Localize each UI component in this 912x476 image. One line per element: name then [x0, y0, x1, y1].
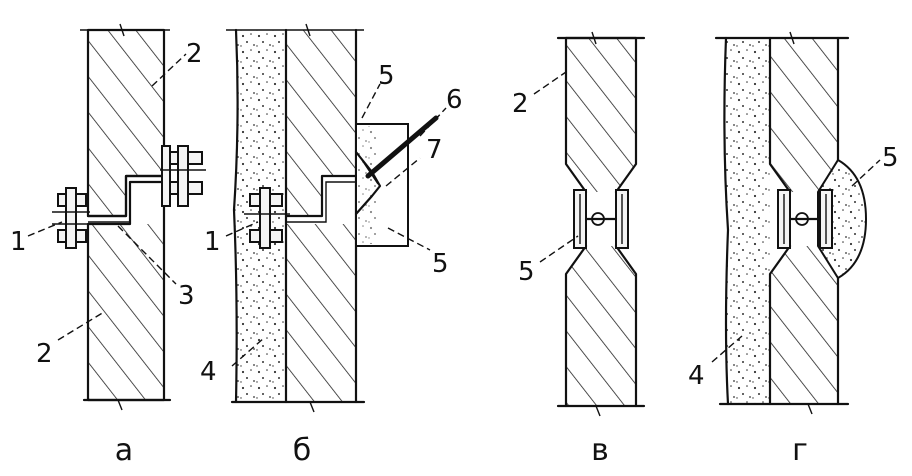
panel-g-upper [770, 38, 838, 192]
callout-v-2: 2 [512, 89, 529, 119]
callout-a-1: 1 [10, 227, 27, 257]
bolt-plate-b-left [244, 187, 290, 249]
grout-pipe-b [365, 115, 439, 179]
callout-b-5-top: 5 [378, 61, 395, 91]
panel-b-upper [286, 30, 356, 216]
panel-v-upper [566, 38, 636, 192]
callout-b-1: 1 [204, 227, 221, 257]
figure-g [711, 31, 881, 415]
figure-a [27, 23, 206, 411]
figure-label-a: а [115, 433, 133, 468]
embedded-connector-g [777, 189, 833, 249]
callout-a-3: 3 [178, 281, 195, 311]
callout-b-5-right: 5 [432, 249, 449, 279]
bolt-plate-a-right [160, 145, 206, 207]
figure-labels: а б в г [115, 433, 808, 468]
figure-label-v: в [591, 433, 609, 468]
callout-g-5: 5 [882, 143, 899, 173]
callout-b-4: 4 [200, 357, 217, 387]
bolt-plate-a-left [52, 187, 90, 249]
panel-a-lower [88, 224, 164, 400]
figure-v [533, 31, 646, 417]
insulation-layer-g [724, 38, 770, 404]
panel-b-lower [286, 224, 356, 402]
figure-label-b: б [293, 433, 312, 468]
figure-b [225, 23, 447, 413]
callout-v-5: 5 [518, 257, 535, 287]
panel-v-lower [566, 246, 636, 406]
callout-a-2-bottom: 2 [36, 339, 53, 369]
callout-a-2-top: 2 [186, 39, 203, 69]
callout-g-4: 4 [688, 361, 705, 391]
embedded-connector-v [573, 189, 629, 249]
figure-label-g: г [792, 433, 808, 468]
panel-g-lower [770, 246, 838, 404]
callouts: 2 1 3 2 5 6 7 5 1 4 2 5 5 4 [10, 39, 899, 391]
callout-b-7: 7 [426, 135, 443, 165]
panel-a-upper [88, 30, 164, 216]
callout-b-6: 6 [446, 85, 463, 115]
